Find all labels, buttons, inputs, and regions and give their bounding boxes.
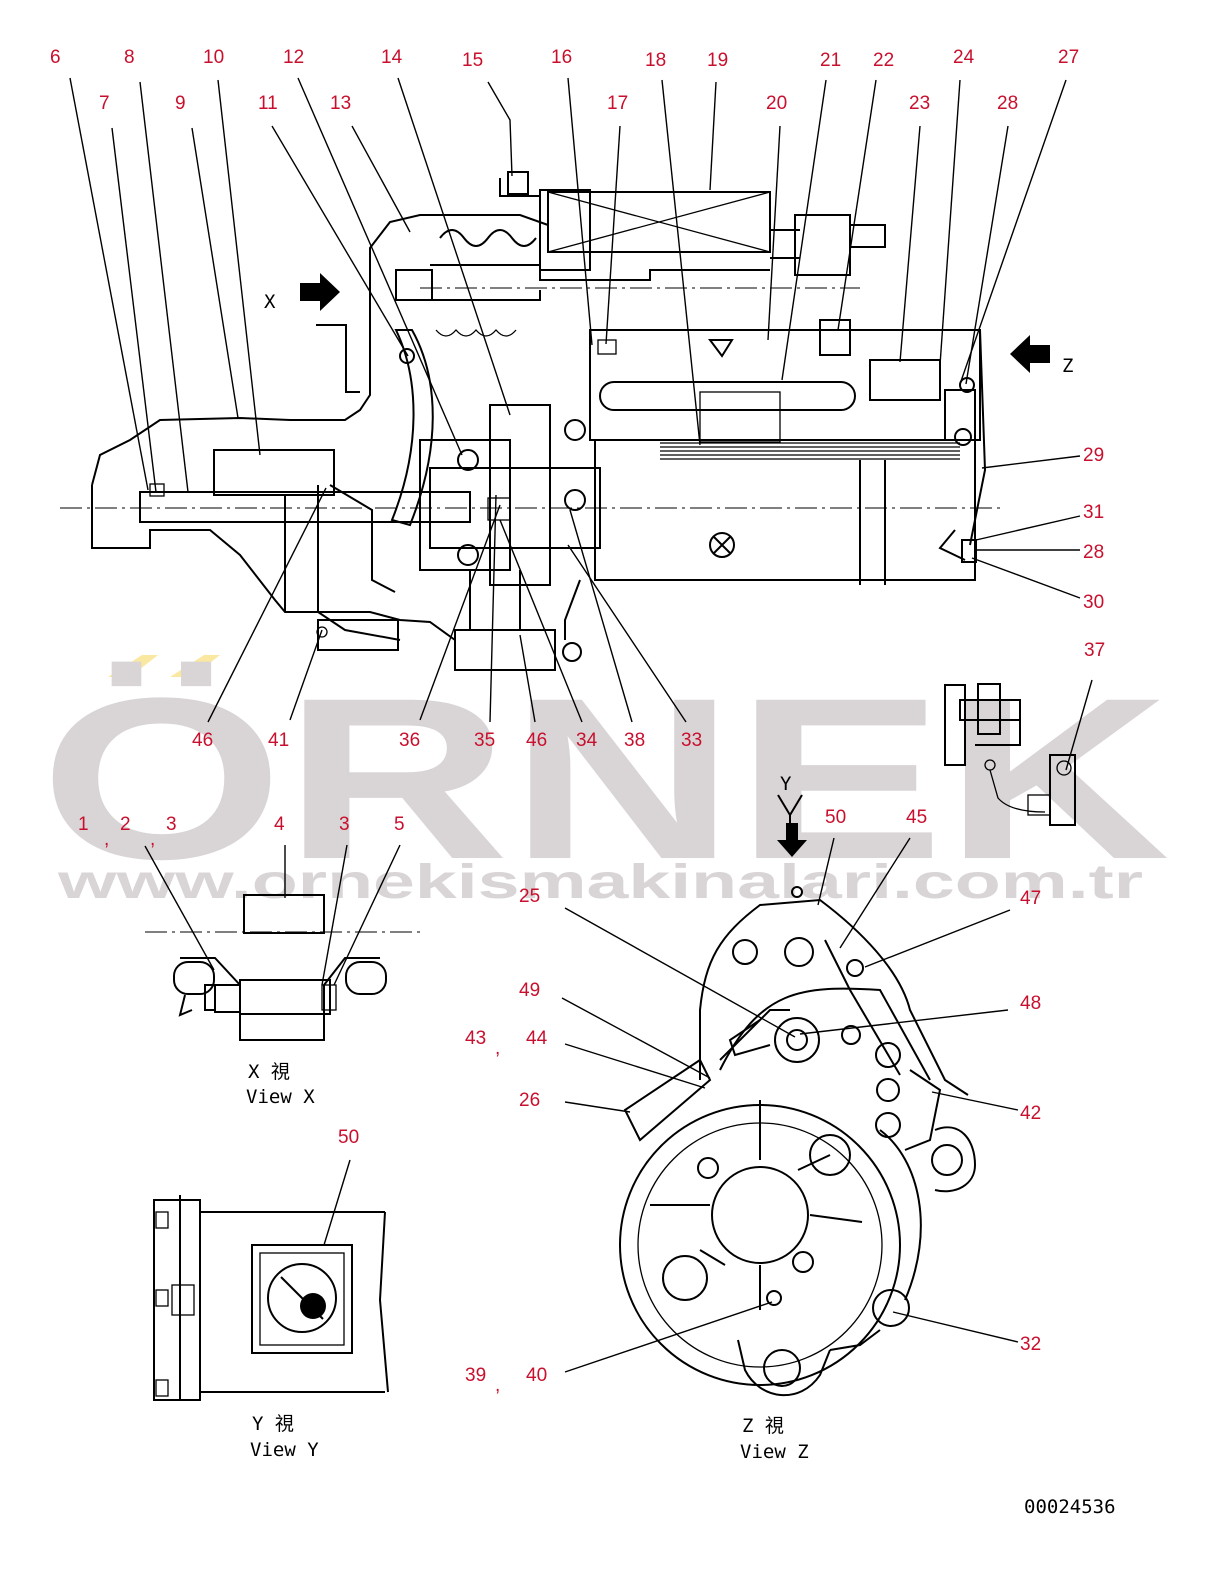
- callout-7: 7: [99, 93, 110, 114]
- callout-46-left: 46: [192, 730, 213, 751]
- callout-3-b: 3: [339, 814, 350, 835]
- callout-49: 49: [519, 980, 540, 1001]
- callout-41: 41: [268, 730, 289, 751]
- callout-1: 1: [78, 814, 89, 835]
- view-y-drawing: [153, 1195, 389, 1401]
- callout-26: 26: [519, 1090, 540, 1111]
- view-x-drawing: [145, 894, 420, 1041]
- drawing-number: 00024536: [1024, 1496, 1116, 1518]
- watermark-brand: ÖRNEK: [40, 650, 1170, 907]
- callout-3-a: 3: [166, 814, 177, 835]
- callout-46-mid: 46: [526, 730, 547, 751]
- view-y-kanji: Y 視: [252, 1413, 294, 1435]
- callout-2: 2: [120, 814, 131, 835]
- callout-40: 40: [526, 1365, 547, 1386]
- callout-31: 31: [1083, 502, 1104, 523]
- callout-28-right: 28: [1083, 542, 1104, 563]
- callout-17: 17: [607, 93, 628, 114]
- callout-5: 5: [394, 814, 405, 835]
- callout-9: 9: [175, 93, 186, 114]
- separator-2-3: ,: [150, 829, 155, 850]
- callout-44: 44: [526, 1028, 548, 1049]
- callout-6: 6: [50, 47, 61, 68]
- callout-14: 14: [381, 47, 403, 68]
- view-captions: X 視 View X Y 視 View Y Z 視 View Z 0002453…: [246, 1061, 1116, 1518]
- leader-lines: [69, 77, 1093, 1373]
- callout-45: 45: [906, 807, 927, 828]
- callout-36: 36: [399, 730, 420, 751]
- callout-47: 47: [1020, 888, 1041, 909]
- view-z-kanji: Z 視: [742, 1415, 784, 1437]
- callout-numbers: 6 8 10 12 14 15 16 18 19 21 22 24 27 7 9…: [50, 47, 1105, 1396]
- callout-50-view-z: 50: [825, 807, 846, 828]
- callout-10: 10: [203, 47, 224, 68]
- starter-cross-section: [60, 171, 1000, 671]
- callout-48: 48: [1020, 993, 1041, 1014]
- callout-43: 43: [465, 1028, 486, 1049]
- callout-50-view-y: 50: [338, 1127, 359, 1148]
- callout-30: 30: [1083, 592, 1104, 613]
- callout-28-top: 28: [997, 93, 1018, 114]
- callout-8: 8: [124, 47, 135, 68]
- z-arrow-label: Z: [1062, 355, 1073, 377]
- z-arrow-icon: [1010, 335, 1050, 373]
- callout-15: 15: [462, 50, 483, 71]
- view-x-kanji: X 視: [248, 1061, 290, 1083]
- direction-arrows: [300, 273, 1050, 373]
- callout-20: 20: [766, 93, 787, 114]
- x-arrow-label: X: [264, 291, 276, 313]
- callout-38: 38: [624, 730, 645, 751]
- watermark-url: www.ornekismakinalari.com.tr: [56, 856, 1143, 909]
- callout-35: 35: [474, 730, 495, 751]
- callout-32: 32: [1020, 1334, 1041, 1355]
- y-arrow-label: Y: [780, 773, 792, 795]
- callout-39: 39: [465, 1365, 486, 1386]
- callout-18: 18: [645, 50, 666, 71]
- callout-16: 16: [551, 47, 572, 68]
- callout-29: 29: [1083, 445, 1104, 466]
- callout-11: 11: [258, 93, 278, 114]
- callout-13: 13: [330, 93, 351, 114]
- callout-33: 33: [681, 730, 702, 751]
- x-arrow-icon: [300, 273, 340, 311]
- callout-24: 24: [953, 47, 975, 68]
- callout-25: 25: [519, 886, 540, 907]
- view-z-caption: View Z: [740, 1441, 809, 1463]
- callout-42: 42: [1020, 1103, 1041, 1124]
- view-y-caption: View Y: [250, 1439, 319, 1461]
- view-z-drawing: [619, 794, 977, 1397]
- callout-37: 37: [1084, 640, 1105, 661]
- callout-23: 23: [909, 93, 930, 114]
- callout-27: 27: [1058, 47, 1079, 68]
- detail-37-drawing: [944, 683, 1076, 826]
- separator-43-44: ,: [495, 1038, 500, 1059]
- view-x-caption: View X: [246, 1086, 315, 1108]
- separator-39-40: ,: [495, 1375, 500, 1396]
- callout-12: 12: [283, 47, 304, 68]
- watermark: ÖRNEK www.ornekismakinalari.com.tr: [40, 650, 1170, 909]
- callout-19: 19: [707, 50, 728, 71]
- callout-34: 34: [576, 730, 598, 751]
- callout-22: 22: [873, 50, 894, 71]
- separator-1-2: ,: [104, 829, 109, 850]
- callout-21: 21: [820, 50, 841, 71]
- callout-4: 4: [274, 814, 285, 835]
